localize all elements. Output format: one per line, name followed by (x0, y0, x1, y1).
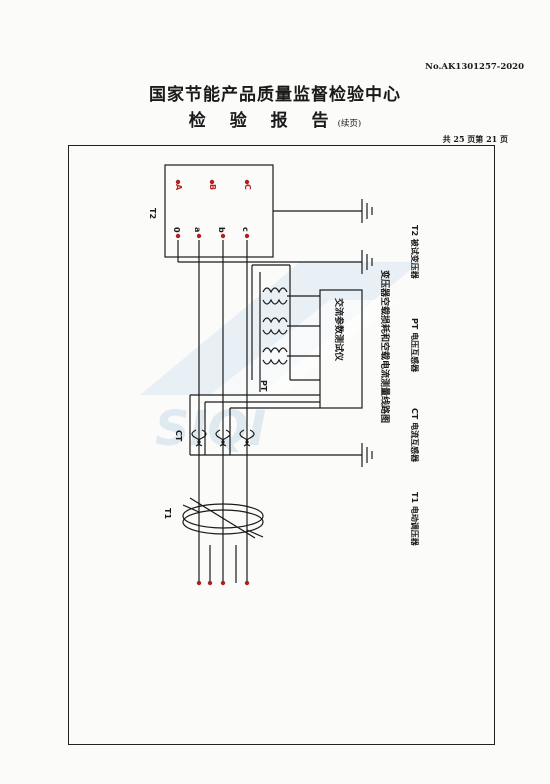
terminal-upper-b: B (208, 184, 217, 191)
terminal-upper-a: A (174, 184, 183, 191)
report-subtitle: 检 验 报 告(续页) (0, 106, 550, 131)
diagram-caption: 变压器空载损耗和空载电流测量线路图 (379, 270, 389, 424)
terminal-upper-c: C (243, 184, 252, 190)
legend-ct: CT 电流互感器 (410, 408, 419, 463)
legend-t2: T2 被试变压器 (410, 225, 419, 279)
subtitle-text: 检 验 报 告 (188, 111, 338, 131)
legend-pt: PT 电压互感器 (410, 318, 419, 373)
terminal-lower-c: c (241, 227, 250, 232)
subtitle-note: (续页) (337, 119, 362, 129)
watermark-text: SIQI (155, 401, 266, 457)
t2-label: T2 (148, 208, 157, 220)
instrument-box (319, 289, 363, 409)
content-frame (68, 145, 495, 745)
terminal-lower-b: b (217, 227, 226, 233)
instrument-label: 交流参数测试仪 (333, 298, 343, 362)
t2-box (164, 164, 274, 258)
legend-t1: T1 电动调压器 (410, 492, 419, 546)
t1-label: T1 (163, 508, 172, 520)
doc-number: No.AK1301257-2020 (425, 62, 524, 72)
page-count: 共 25 页第 21 页 (442, 134, 508, 144)
pt-label: PT (259, 380, 268, 392)
t1-regulator (182, 503, 264, 529)
terminal-lower-0: 0 (172, 227, 181, 233)
terminal-lower-a: a (193, 227, 202, 233)
report-title: 国家节能产品质量监督检验中心 (149, 85, 401, 105)
ct-label: CT (174, 430, 183, 442)
